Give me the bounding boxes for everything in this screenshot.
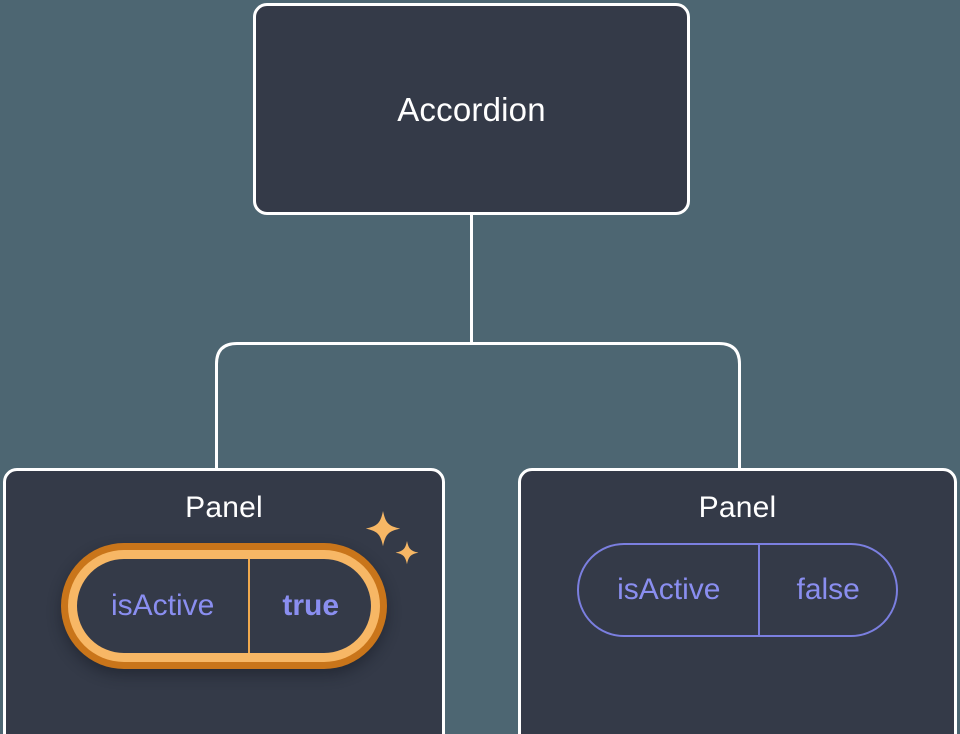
tree-node-panel-inactive[interactable]: Panel isActive false (518, 468, 957, 734)
tree-node-panel-active[interactable]: Panel isActive true (3, 468, 445, 734)
tree-node-accordion[interactable]: Accordion (253, 3, 690, 215)
connector-child-bus (215, 342, 741, 470)
node-title: Accordion (397, 90, 546, 128)
prop-pill-wrapper: isActive true (60, 511, 419, 669)
node-title: Panel (698, 491, 777, 524)
prop-key: isActive (617, 573, 721, 606)
prop-key: isActive (110, 589, 215, 622)
prop-pill-highlight-ring-inner: isActive true (67, 550, 381, 662)
prop-pill-isactive-false[interactable]: isActive false (577, 543, 898, 637)
prop-pill-highlight-ring: isActive true (60, 543, 388, 669)
prop-pill-isactive-true[interactable]: isActive true (76, 559, 372, 653)
node-title: Panel (185, 491, 263, 524)
prop-value: false (758, 545, 895, 635)
sparkle-small (395, 541, 419, 565)
prop-value: true (248, 559, 371, 653)
sparkle-large (365, 511, 401, 547)
prop-pill-wrapper: isActive false (577, 543, 898, 637)
